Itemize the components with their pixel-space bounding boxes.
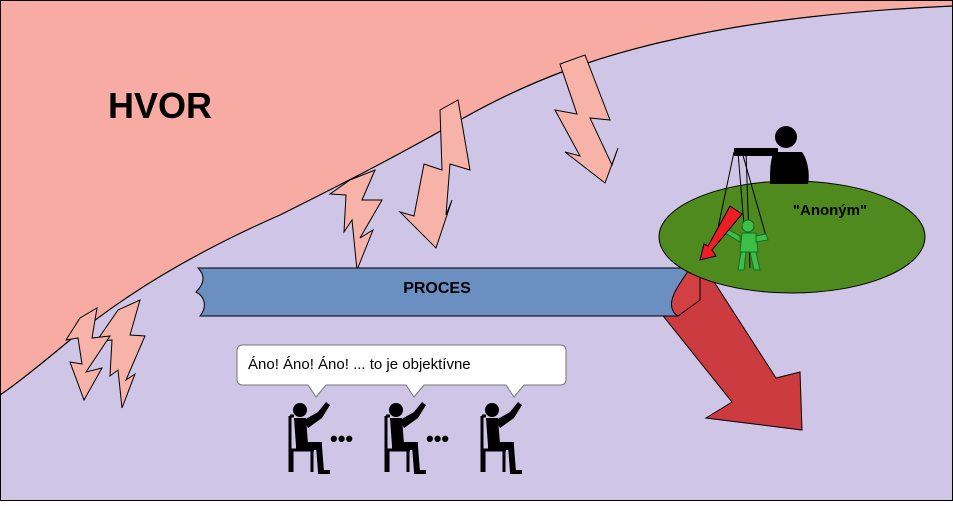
ellipsis-dots: •••: [426, 426, 449, 451]
hvor-region: [0, 0, 953, 395]
process-bar: PROCES: [195, 267, 701, 317]
bolt-icon: [328, 169, 383, 271]
audience: ••• •••: [288, 400, 524, 476]
controller-ellipse: [658, 180, 926, 294]
bolt-icon: [554, 54, 619, 184]
controller-label: "Anoným": [793, 202, 867, 219]
ellipsis-dots: •••: [330, 426, 353, 451]
bolt-icon: [64, 307, 112, 402]
red-marker-icon: [699, 205, 743, 261]
bolt-icon: [398, 99, 471, 249]
process-label: PROCES: [403, 280, 471, 297]
lightning-bolts: [64, 54, 619, 409]
speech-text: Áno! Áno! Áno! ... to je objektívne: [248, 356, 471, 373]
speech-bubble: Áno! Áno! Áno! ... to je objektívne: [236, 344, 567, 398]
region-label: HVOR: [108, 85, 212, 126]
puppet-figure: [719, 219, 769, 271]
